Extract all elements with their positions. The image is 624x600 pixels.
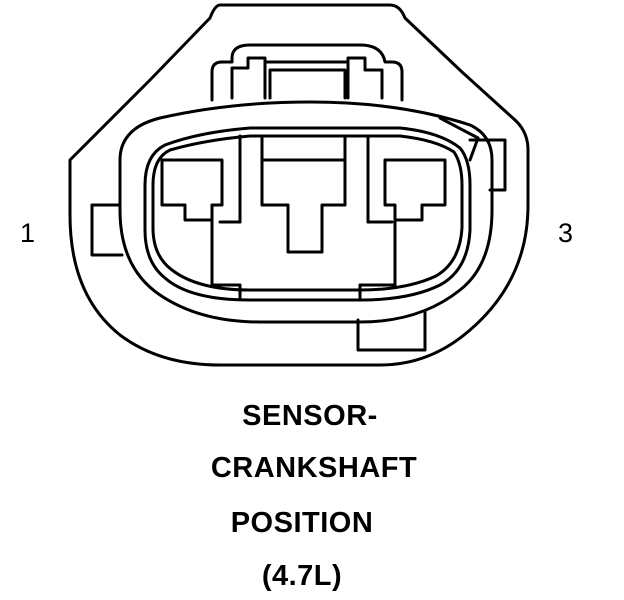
terminal-cavity bbox=[143, 126, 472, 302]
caption-line-1: SENSOR- bbox=[242, 400, 378, 432]
key-notch-bottom bbox=[356, 310, 427, 352]
caption-line-3: POSITION bbox=[230, 507, 374, 539]
latch-inner bbox=[230, 56, 267, 100]
cavity-floor bbox=[210, 283, 242, 300]
pin-3-label: 3 bbox=[558, 218, 574, 248]
pin-1-label: 1 bbox=[20, 218, 36, 248]
latch-inner-right bbox=[346, 56, 384, 100]
latch-outer bbox=[210, 43, 404, 102]
terminal-cavity-inner bbox=[151, 134, 464, 292]
key-notch-right bbox=[468, 138, 507, 192]
terminal-3 bbox=[383, 158, 447, 222]
terminal-2 bbox=[260, 158, 347, 254]
latch-tab-bottom bbox=[268, 68, 347, 100]
cavity-floor-right bbox=[358, 283, 397, 300]
key-notch-left bbox=[90, 203, 124, 257]
caption-line-4: (4.7L) bbox=[261, 560, 343, 592]
connector-outer-housing bbox=[68, 3, 530, 367]
terminal-1 bbox=[160, 158, 224, 222]
key-notch-right-diag bbox=[438, 116, 480, 162]
caption-line-2: CRANKSHAFT bbox=[210, 452, 418, 484]
connector-inner-housing bbox=[118, 100, 494, 324]
